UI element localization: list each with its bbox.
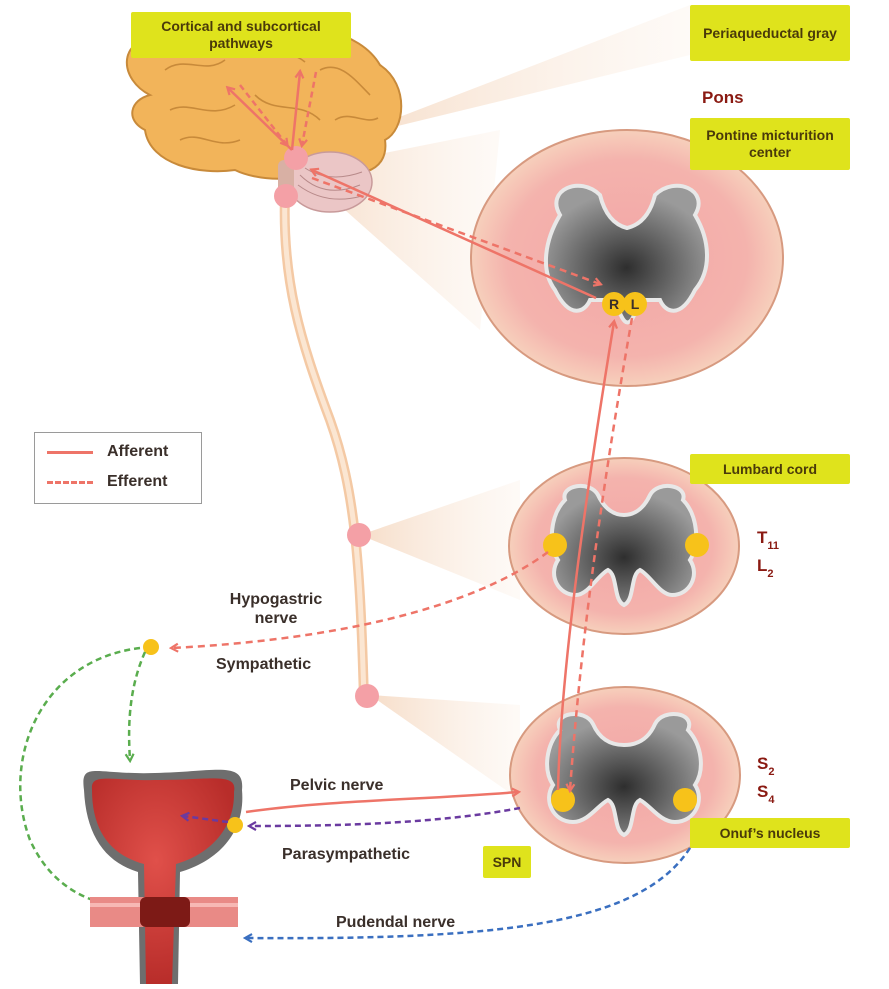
segment-l2: L2 xyxy=(757,556,774,582)
sympathetic-label: Sympathetic xyxy=(216,655,311,674)
afferent-legend-label: Afferent xyxy=(107,443,168,461)
afferent-line-swatch xyxy=(47,451,93,454)
lumbard-cord-label: Lumbard cord xyxy=(690,454,850,484)
spn-label: SPN xyxy=(483,846,531,878)
hypogastric-label: Hypogastric nerve xyxy=(216,590,336,628)
r-nucleus-label: R xyxy=(609,296,619,312)
sacral-left-nucleus xyxy=(551,788,575,812)
pons-label: Pons xyxy=(702,88,744,108)
segment-s4: S4 xyxy=(757,782,774,808)
pudendal-label: Pudendal nerve xyxy=(336,913,455,932)
pmc-label: Pontine micturition center xyxy=(690,118,850,170)
legend: Afferent Efferent xyxy=(34,432,202,504)
bladder-illustration xyxy=(83,770,242,984)
legend-efferent: Efferent xyxy=(47,473,167,491)
efferent-line-swatch xyxy=(47,481,93,484)
cortical-label: Cortical and subcortical pathways xyxy=(131,12,351,58)
pelvic-afferent xyxy=(246,792,518,812)
pelvic-label: Pelvic nerve xyxy=(290,776,383,795)
brainstem-node xyxy=(274,184,298,208)
sacral-right-nucleus xyxy=(673,788,697,812)
sympathetic-to-bladder xyxy=(129,652,145,760)
l-nucleus-label: L xyxy=(631,296,640,312)
pag-node xyxy=(284,146,308,170)
efferent-legend-label: Efferent xyxy=(107,473,167,491)
periaqueductal-label: Periaqueductal gray xyxy=(690,5,850,61)
parasympathetic-ganglion xyxy=(227,817,243,833)
parasympathetic-efferent xyxy=(250,808,520,826)
onuf-label: Onuf’s nucleus xyxy=(690,818,850,848)
legend-afferent: Afferent xyxy=(47,443,168,461)
parasympathetic-label: Parasympathetic xyxy=(282,845,410,864)
segment-s2: S2 xyxy=(757,754,774,780)
lumbar-cord-node xyxy=(347,523,371,547)
segment-t11: T11 xyxy=(757,528,779,554)
lumbar-right-nucleus xyxy=(685,533,709,557)
sacral-cord-node xyxy=(355,684,379,708)
